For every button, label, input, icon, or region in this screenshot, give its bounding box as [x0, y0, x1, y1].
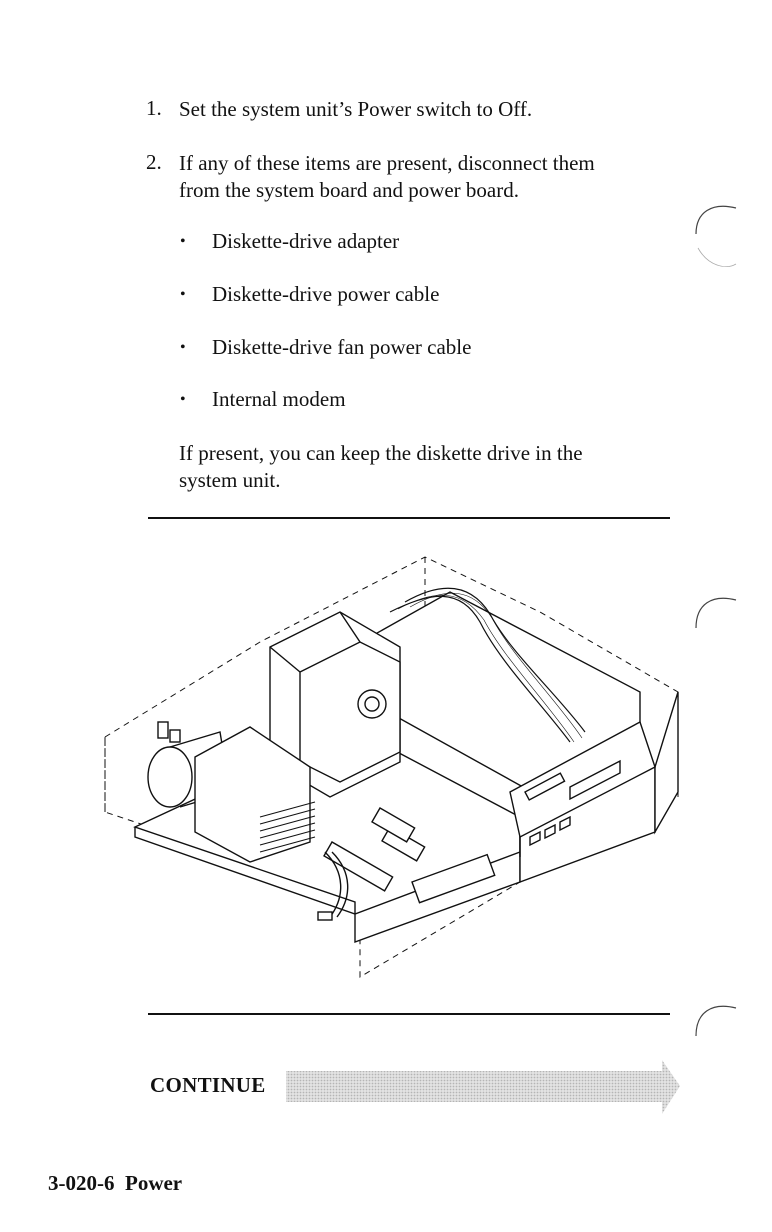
continue-arrow-icon	[286, 1060, 680, 1114]
list-item: Diskette-drive adapter	[212, 229, 400, 253]
step-2-number: 2.	[146, 150, 162, 174]
step-1-text: Set the system unit’s Power switch to Of…	[179, 97, 533, 121]
divider-top	[148, 517, 670, 519]
binder-hole	[695, 205, 737, 267]
step-1-number: 1.	[146, 96, 162, 120]
continue-label: CONTINUE	[150, 1073, 266, 1097]
binder-hole	[695, 597, 737, 629]
list-item: Internal modem	[212, 387, 346, 411]
binder-hole	[695, 1005, 737, 1037]
bullet-icon: •	[180, 339, 186, 356]
bullet-icon: •	[180, 286, 186, 303]
note-line1: If present, you can keep the diskette dr…	[179, 441, 583, 465]
system-unit-illustration	[104, 556, 679, 978]
note-line2: system unit.	[179, 468, 281, 492]
list-item: Diskette-drive power cable	[212, 282, 440, 306]
bullet-icon: •	[180, 391, 186, 408]
list-item: Diskette-drive fan power cable	[212, 335, 472, 359]
step-2-text-line2: from the system board and power board.	[179, 178, 519, 202]
page-footer: 3-020-6 Power	[48, 1171, 183, 1195]
step-2-text-line1: If any of these items are present, disco…	[179, 151, 595, 175]
bullet-icon: •	[180, 233, 186, 250]
divider-bottom	[148, 1013, 670, 1015]
